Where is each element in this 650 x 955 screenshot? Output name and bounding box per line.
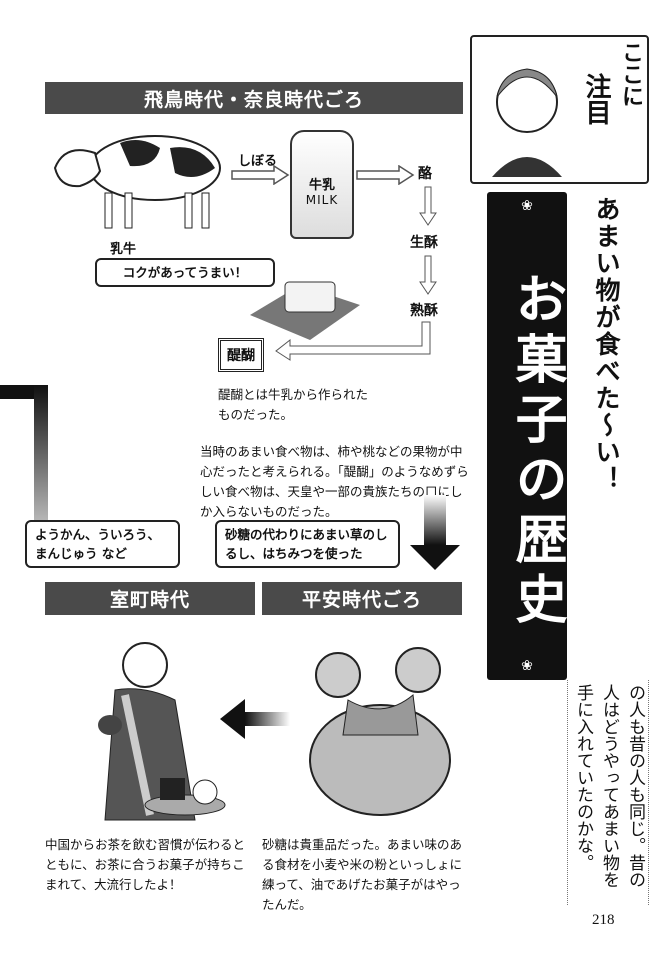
arrow-left-bent-icon [275, 321, 431, 361]
speech-bubble-honey: 砂糖の代わりにあまい草のしるし、はちみつを使った [215, 520, 400, 568]
focus-label-2: 注目 [581, 73, 611, 125]
stage-daigo-box: 醍醐 [218, 338, 264, 372]
side-note-frame: あまい物が好きなのは、今の人も昔の人も同じ。昔の人はどうやってあまい物を手に入れ… [567, 680, 649, 905]
stage-raku: 酪 [418, 166, 432, 182]
era-header-asuka-nara: 飛鳥時代・奈良時代ごろ [45, 82, 463, 114]
milk-bottle-illustration: 牛乳 MILK [290, 130, 354, 239]
stage-jukuso: 熟酥 [410, 303, 438, 319]
arrow-down-icon [419, 255, 437, 295]
arrow-right-icon [356, 165, 415, 185]
era-header-muromachi: 室町時代 [45, 582, 255, 615]
arrow-left-icon [220, 699, 245, 739]
speech-bubble-sweets: ようかん、ういろう、まんじゅう など [25, 520, 180, 568]
focus-label: ここに [617, 41, 643, 107]
milk-english-label: MILK [305, 193, 339, 207]
ornament-icon: ❀ [521, 658, 533, 674]
speech-bubble-rich: コクがあってうまい！ [95, 258, 275, 287]
daigo-caption: 醍醐とは牛乳から作られたものだった。 [218, 387, 369, 422]
page-subtitle: あまい物が食べた〜い！ [592, 196, 621, 493]
arrow-left-shaft [245, 712, 290, 726]
side-note: あまい物が好きなのは、今の人も昔の人も同じ。昔の人はどうやってあまい物を手に入れ… [573, 684, 645, 888]
era-header-heian: 平安時代ごろ [262, 582, 462, 615]
monk-tea-illustration [98, 642, 226, 821]
arrow-down-shaft [424, 495, 446, 545]
top-paragraph: 当時のあまい食べ物は、柿や桃などの果物が中心だったと考えられる。「醍醐」のような… [200, 444, 469, 519]
ornament-icon: ❀ [521, 198, 533, 214]
focus-box: ここに 注目 [470, 35, 649, 184]
focus-label-line2: 注目 [581, 73, 611, 125]
timeline-line-vertical [34, 385, 48, 525]
arrow-down-icon [419, 186, 437, 226]
arrow-down-icon [410, 545, 460, 570]
fried-sweet-illustration [309, 647, 451, 816]
cheese-plate-illustration [250, 281, 360, 340]
teacher-character-illustration [492, 68, 562, 177]
squeeze-label: しぼる [238, 154, 278, 169]
cow-label: 乳牛 [110, 242, 137, 257]
cow-illustration [53, 135, 221, 229]
page-title: お菓子の歴史 [506, 272, 566, 632]
page-number: 218 [592, 912, 615, 928]
caption-heian: 砂糖は貴重品だった。あまい味のある食材を小麦や米の粉といっしょに練って、油であげ… [262, 837, 463, 912]
title-banner: ❀ お菓子の歴史 ❀ [487, 192, 567, 680]
milk-kanji-label: 牛乳 [308, 178, 335, 193]
focus-label-line1: ここに [618, 41, 643, 107]
caption-muromachi: 中国からお茶を飲む習慣が伝わるとともに、お茶に合うお菓子が持ちこまれて、大流行し… [45, 837, 246, 892]
stage-soso: 生酥 [410, 235, 438, 251]
arrow-right-icon [231, 165, 290, 185]
